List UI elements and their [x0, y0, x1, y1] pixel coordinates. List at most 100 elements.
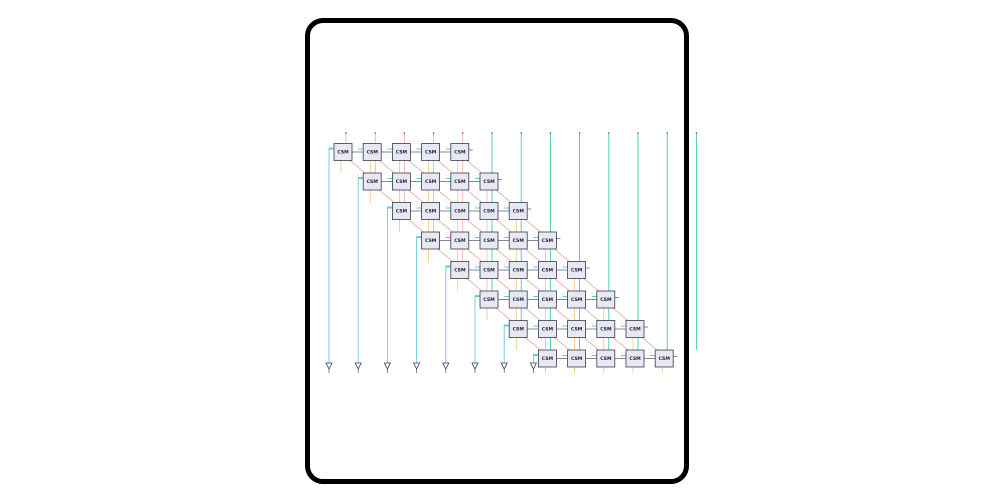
cell-port-label: · — [475, 233, 476, 237]
input-terminal — [462, 132, 464, 134]
input-terminal — [432, 132, 435, 134]
cell-port-label: · — [417, 174, 418, 178]
sum-wire — [554, 307, 570, 321]
csm-cell-label: CSM — [454, 238, 466, 244]
csm-cell — [479, 202, 499, 220]
sum-wire — [525, 337, 541, 351]
csm-cell — [421, 202, 441, 220]
sum-wire — [525, 219, 541, 233]
csm-cell — [391, 202, 411, 220]
input-terminal — [578, 132, 581, 134]
output-buffer-icon — [325, 362, 333, 370]
input-terminal — [637, 132, 639, 134]
csm-cell — [625, 320, 645, 338]
csm-cell — [479, 231, 499, 250]
sum-wire — [641, 337, 658, 351]
csm-cell-label: CSM — [629, 356, 641, 362]
csm-cell-label: CSM — [396, 150, 408, 156]
output-buffer-icon — [529, 362, 538, 370]
csm-cell — [596, 320, 616, 338]
csm-cell — [538, 261, 557, 279]
cell-port-label: · — [387, 174, 388, 178]
sum-wire — [495, 248, 512, 262]
csm-cell-label: CSM — [542, 327, 554, 333]
csm-cell-label: CSM — [425, 209, 437, 215]
cell-port-label: · — [446, 174, 447, 178]
cell-port-label: · — [504, 204, 505, 208]
cell-port-label: · — [417, 233, 418, 237]
csm-cell — [421, 143, 441, 161]
cell-port-label: · — [533, 292, 534, 296]
sum-wire — [554, 337, 570, 351]
csm-cell-label: CSM — [367, 150, 379, 156]
csm-cell — [333, 143, 353, 161]
csm-cell — [654, 349, 674, 368]
csm-cell — [479, 261, 499, 279]
cell-port-label: · — [329, 145, 330, 149]
cell-port-label: · — [533, 322, 534, 326]
csm-cell-label: CSM — [396, 209, 408, 215]
sum-wire — [408, 160, 424, 174]
output-buffer-icon — [412, 362, 421, 370]
cell-port-label: · — [533, 233, 534, 237]
cell-port-label: · — [387, 204, 388, 208]
csm-cell-label: CSM — [542, 297, 554, 303]
sum-wire — [525, 307, 541, 321]
input-terminal — [695, 132, 698, 134]
sum-wire — [437, 160, 453, 174]
sum-wire — [495, 219, 512, 233]
cell-port-label: · — [621, 322, 622, 326]
csm-cell-label: CSM — [629, 327, 641, 333]
input-terminal — [345, 132, 347, 134]
csm-cell-label: CSM — [513, 238, 525, 244]
csm-cell — [362, 172, 382, 191]
csm-cell-label: CSM — [571, 356, 583, 362]
sum-wire — [466, 189, 483, 203]
cell-port-label: · — [650, 351, 651, 355]
csm-cell — [391, 143, 411, 161]
cell-port-label: · — [446, 233, 447, 237]
input-terminal — [403, 132, 406, 134]
csm-cell-label: CSM — [600, 297, 612, 303]
cell-port-label: · — [592, 351, 593, 355]
sum-wire — [495, 307, 512, 321]
csm-cell-label: CSM — [337, 150, 349, 156]
csm-cell — [450, 261, 470, 279]
csm-cell — [450, 202, 470, 220]
csm-cell-label: CSM — [425, 238, 437, 244]
csm-cell-label: CSM — [513, 297, 525, 303]
sum-wire — [525, 248, 541, 262]
csm-cell — [567, 349, 586, 368]
output-buffer-icon — [354, 362, 362, 370]
csm-cell-label: CSM — [367, 179, 379, 185]
csm-cell-label: CSM — [571, 327, 583, 333]
output-buffer-icon — [442, 362, 450, 370]
csm-cell — [508, 231, 528, 250]
output-buffer-icon — [500, 362, 508, 370]
csm-cell — [508, 202, 528, 220]
csm-cell-label: CSM — [483, 238, 495, 244]
cell-port-label: · — [563, 322, 564, 326]
sum-wire — [408, 189, 424, 203]
io-layer — [325, 362, 663, 373]
cell-port-label: · — [563, 351, 564, 355]
cell-port-label: · — [358, 174, 359, 178]
sum-wire — [466, 248, 483, 262]
csm-cell-label: CSM — [425, 179, 437, 185]
sum-wire — [466, 278, 483, 292]
csm-cell-label: CSM — [513, 209, 525, 215]
sum-wire — [554, 278, 570, 292]
sum-wire — [583, 307, 599, 321]
csm-cell — [596, 290, 616, 309]
sum-wire — [437, 248, 453, 262]
sum-wire — [495, 189, 512, 203]
csm-cell-label: CSM — [483, 297, 495, 303]
csm-cell — [391, 172, 411, 191]
cell-port-label: · — [533, 351, 534, 355]
csm-cell-label: CSM — [542, 268, 554, 274]
sum-wire — [349, 160, 366, 174]
input-terminal — [374, 132, 377, 134]
cell-port-label: · — [475, 204, 476, 208]
cell-port-label: · — [417, 204, 418, 208]
